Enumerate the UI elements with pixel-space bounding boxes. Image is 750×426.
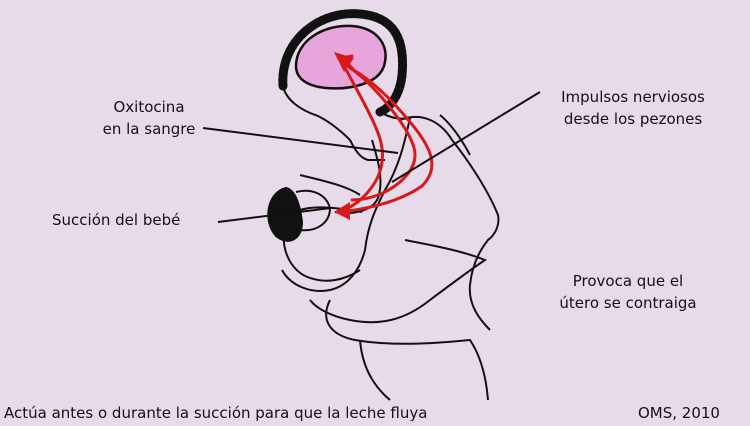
arrow-head-bottom	[334, 202, 350, 220]
nerve-impulses-label: Impulsos nerviosos desde los pezones	[538, 86, 728, 130]
oxytocin-label-line2: en la sangre	[102, 120, 196, 138]
suction-label: Succión del bebé	[52, 211, 181, 229]
nerve-leader	[391, 91, 541, 183]
uterus-label-line2: útero se contraiga	[559, 294, 697, 312]
footer-source: OMS, 2010	[638, 404, 720, 422]
arrow-head-top	[334, 52, 354, 72]
mother-body	[299, 139, 382, 215]
nerve-label-line1: Impulsos nerviosos	[561, 88, 705, 106]
mother-arm	[281, 239, 488, 324]
reflex-arrows	[338, 54, 434, 214]
mother-lap	[325, 299, 489, 401]
uterus-label-line1: Provoca que el	[572, 272, 684, 290]
nerve-impulse-path-inner	[340, 60, 417, 202]
oxytocin-label-line1: Oxitocina	[113, 98, 185, 116]
mother-back	[451, 139, 500, 331]
mother-hair	[278, 9, 407, 117]
oxytocin-leader	[202, 127, 399, 154]
mother-sleeve	[364, 114, 471, 251]
nerve-impulse-path	[340, 66, 434, 214]
oxytocin-label: Oxitocina en la sangre	[94, 96, 204, 140]
mother-head	[282, 85, 385, 161]
suction-leader	[217, 207, 332, 223]
uterus-label: Provoca que el útero se contraiga	[548, 270, 708, 314]
footer-caption: Actúa antes o durante la succión para qu…	[4, 404, 428, 422]
nerve-label-line2: desde los pezones	[563, 110, 703, 128]
oxytocin-path	[338, 56, 384, 210]
